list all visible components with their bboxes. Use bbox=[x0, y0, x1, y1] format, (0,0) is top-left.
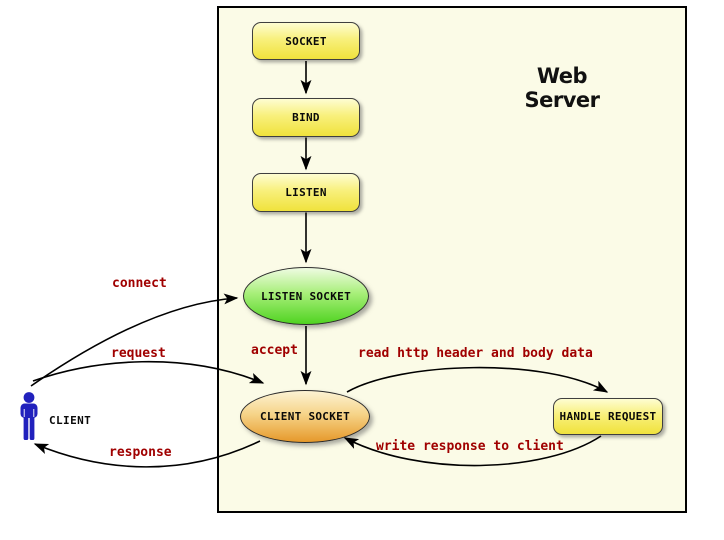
node-bind-label: BIND bbox=[292, 111, 320, 124]
node-client-socket-label: CLIENT SOCKET bbox=[260, 410, 350, 423]
node-listen-label: LISTEN bbox=[285, 186, 327, 199]
client-actor-label: CLIENT bbox=[49, 414, 92, 427]
node-socket: SOCKET bbox=[252, 22, 360, 60]
node-listen: LISTEN bbox=[252, 173, 360, 212]
edge-label-write-response: write response to client bbox=[376, 439, 564, 454]
edge-label-read-http: read http header and body data bbox=[358, 346, 593, 361]
node-socket-label: SOCKET bbox=[285, 34, 327, 48]
node-handle-request-label: HANDLE REQUEST bbox=[559, 410, 657, 423]
node-bind: BIND bbox=[252, 98, 360, 137]
node-handle-request: HANDLE REQUEST bbox=[553, 398, 663, 435]
edge-label-connect: connect bbox=[112, 276, 167, 291]
node-listen-socket: LISTEN SOCKET bbox=[243, 267, 369, 325]
edge-label-response: response bbox=[109, 445, 172, 460]
edge-label-request: request bbox=[111, 346, 166, 361]
edge-label-accept: accept bbox=[251, 343, 298, 358]
node-client-socket: CLIENT SOCKET bbox=[240, 390, 370, 443]
node-listen-socket-label: LISTEN SOCKET bbox=[261, 289, 351, 303]
arrow-connect bbox=[30, 293, 239, 387]
diagram-title: Web Server bbox=[524, 64, 600, 112]
client-person-icon bbox=[20, 392, 38, 440]
